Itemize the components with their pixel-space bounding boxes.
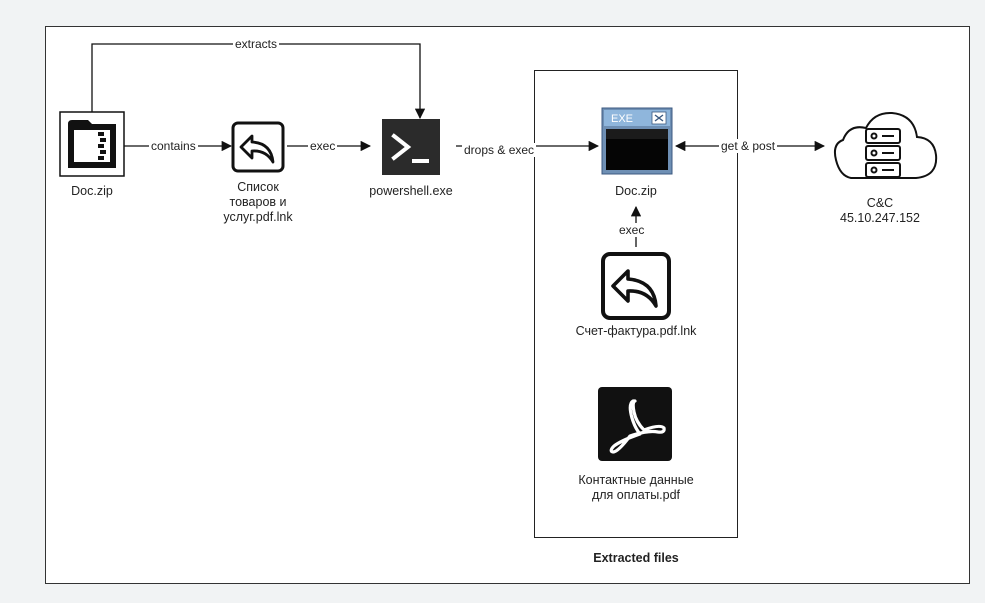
cnc-label-line-2: 45.10.247.152 bbox=[840, 211, 920, 225]
cloud-server-icon[interactable] bbox=[833, 111, 938, 179]
pdf-icon[interactable] bbox=[598, 387, 672, 461]
group-label-extracted-files: Extracted files bbox=[593, 551, 679, 565]
edge-label-exec: exec bbox=[308, 139, 338, 153]
pdf-label-line-1: Контактные данные bbox=[578, 473, 694, 487]
cnc-label-line-1: C&C bbox=[866, 196, 894, 210]
exe-window-title: EXE bbox=[611, 113, 633, 125]
diagram-frame bbox=[45, 26, 970, 584]
node-label-powershell: powershell.exe bbox=[369, 184, 453, 198]
edge-label-extracts: extracts bbox=[233, 37, 280, 51]
node-label-lnk2: Счет-фактура.pdf.lnk bbox=[575, 324, 697, 338]
node-label-doc-zip: Doc.zip bbox=[71, 184, 113, 198]
edge-extracts bbox=[91, 43, 426, 120]
shortcut-icon[interactable] bbox=[231, 121, 285, 173]
node-label-doc-exe: Doc.zip bbox=[615, 184, 657, 198]
edge-label-contains: contains bbox=[149, 139, 198, 153]
shortcut-icon-large[interactable] bbox=[601, 252, 671, 320]
node-label-lnk: Список товаров и услуг.pdf.lnk bbox=[198, 180, 318, 225]
edge-label-drops-exec: drops & exec bbox=[462, 143, 537, 157]
edge-label-get-post: get & post bbox=[719, 139, 778, 153]
exe-window-icon[interactable]: EXE bbox=[601, 107, 673, 175]
edge-label-exec-lower: exec bbox=[617, 223, 647, 237]
node-label-pdf: Контактные данные для оплаты.pdf bbox=[546, 473, 726, 503]
archive-icon[interactable] bbox=[59, 111, 125, 177]
lnk-label-line-1: Список bbox=[237, 180, 279, 194]
lnk-label-line-3: услуг.pdf.lnk bbox=[223, 210, 293, 224]
lnk-label-line-2: товаров и bbox=[229, 195, 287, 209]
pdf-label-line-2: для оплаты.pdf bbox=[591, 488, 681, 502]
powershell-icon[interactable] bbox=[382, 119, 440, 175]
node-label-cnc: C&C 45.10.247.152 bbox=[830, 196, 930, 226]
